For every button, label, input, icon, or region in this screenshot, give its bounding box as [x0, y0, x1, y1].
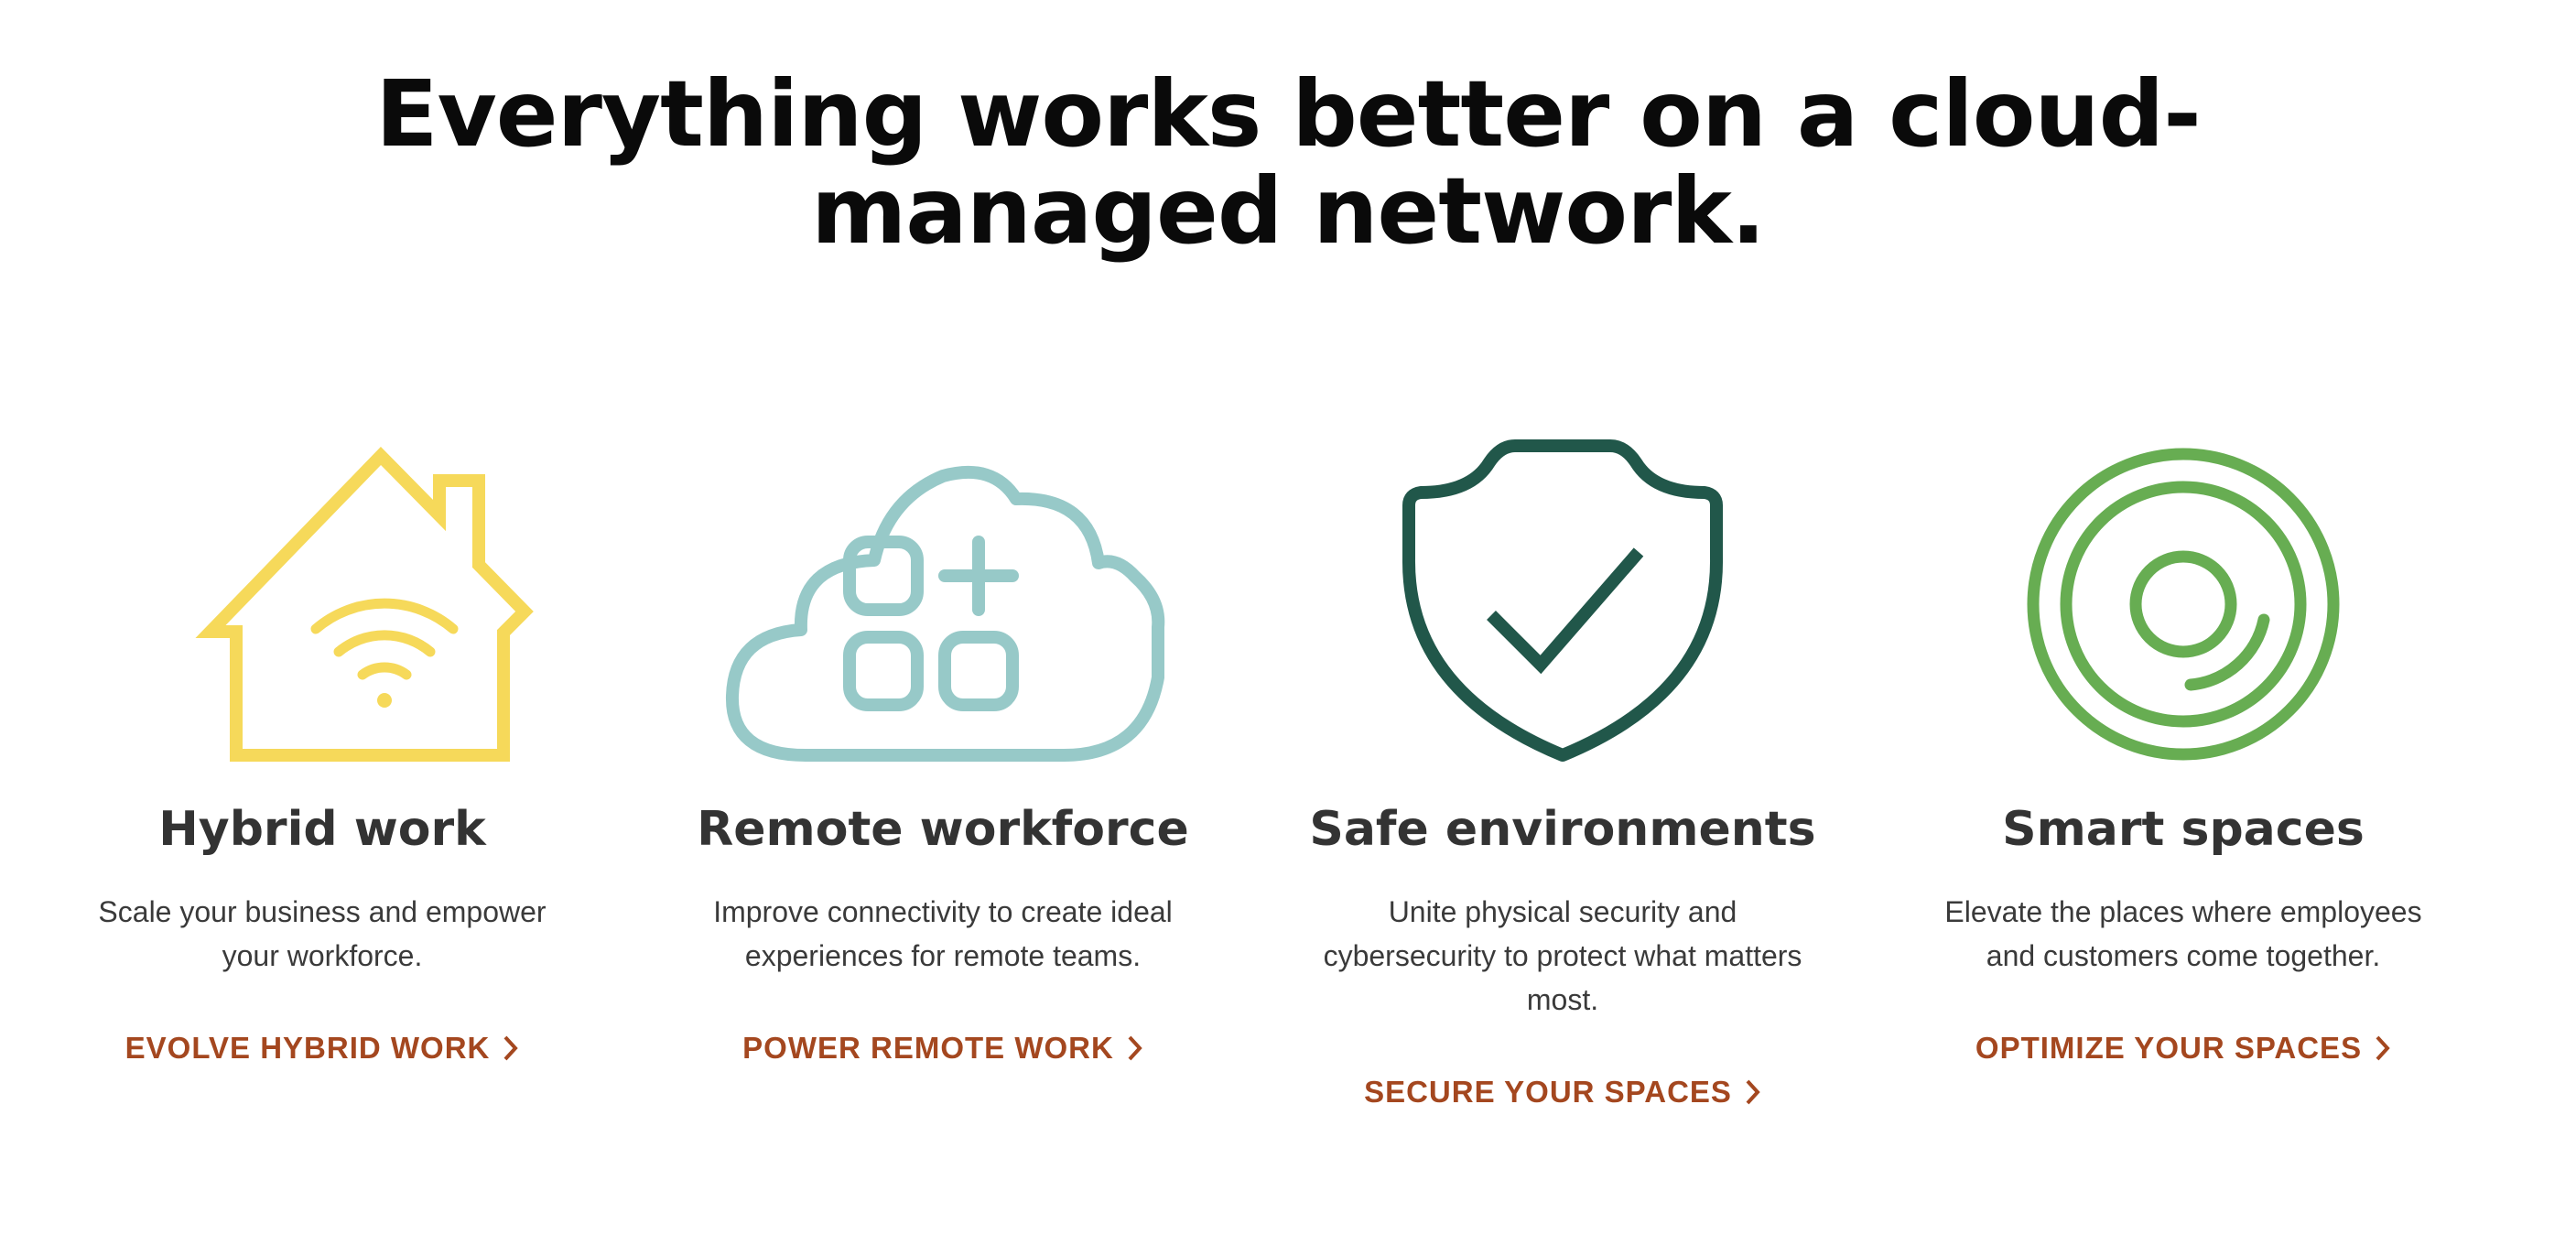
- chevron-right-icon: [503, 1035, 519, 1061]
- page-headline: Everything works better on a cloud- mana…: [0, 66, 2576, 260]
- secure-your-spaces-link[interactable]: SECURE YOUR SPACES: [1364, 1075, 1761, 1110]
- cta-label: EVOLVE HYBRID WORK: [124, 1031, 491, 1065]
- headline-line-2: managed network.: [811, 157, 1766, 265]
- cta-label: POWER REMOTE WORK: [742, 1031, 1114, 1065]
- card-description: Scale your business and empower your wor…: [98, 895, 547, 972]
- card-description: Improve connectivity to create ideal exp…: [713, 895, 1173, 972]
- shield-check-icon: [1402, 439, 1724, 762]
- card-title: Safe environments: [1309, 802, 1816, 857]
- chevron-right-icon: [1128, 1035, 1142, 1061]
- chevron-right-icon: [2376, 1035, 2390, 1061]
- evolve-hybrid-work-link[interactable]: EVOLVE HYBRID WORK: [125, 1031, 520, 1066]
- chevron-right-icon: [1746, 1079, 1760, 1105]
- cta-label: SECURE YOUR SPACES: [1364, 1075, 1732, 1109]
- cta-label: OPTIMIZE YOUR SPACES: [1975, 1031, 2363, 1065]
- card-title: Smart spaces: [2002, 802, 2365, 857]
- house-wifi-icon: [195, 446, 534, 762]
- card-description: Elevate the places where employees and c…: [1944, 895, 2422, 972]
- card-description: Unite physical security and cybersecurit…: [1323, 895, 1802, 1016]
- headline-line-1: Everything works better on a cloud-: [375, 60, 2201, 168]
- card-smart-spaces: Smart spaces Elevate the places where em…: [1900, 439, 2467, 1066]
- power-remote-work-link[interactable]: POWER REMOTE WORK: [742, 1031, 1143, 1066]
- card-title: Hybrid work: [158, 802, 486, 857]
- card-remote-workforce: Remote workforce Improve connectivity to…: [659, 439, 1227, 1066]
- concentric-circles-icon: [2027, 448, 2340, 761]
- optimize-your-spaces-link[interactable]: OPTIMIZE YOUR SPACES: [1975, 1031, 2391, 1066]
- card-title: Remote workforce: [697, 802, 1189, 857]
- card-safe-environments: Safe environments Unite physical securit…: [1279, 439, 1846, 1110]
- cloud-apps-icon: [725, 465, 1165, 762]
- card-hybrid-work: Hybrid work Scale your business and empo…: [38, 439, 606, 1066]
